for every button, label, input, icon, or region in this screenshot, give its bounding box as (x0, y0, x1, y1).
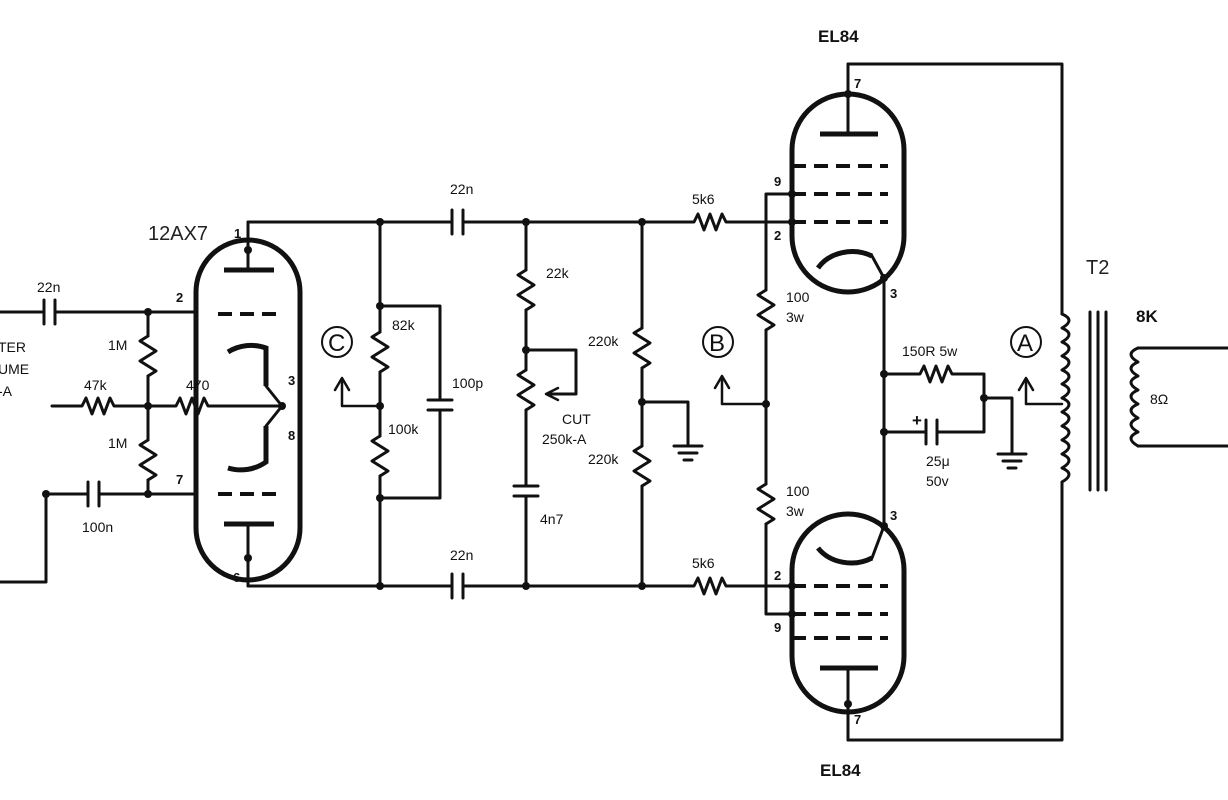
cathode-cap-polarity: + (912, 411, 922, 430)
top-pin-2: 2 (774, 228, 781, 243)
input-cap-label: 22n (37, 279, 60, 295)
coupling-cap-top-label: 22n (450, 181, 473, 197)
input-section: 22n 1M 47k 470 1M 100n TER UME -A (0, 279, 286, 584)
grid-stoppers: 5k6 5k6 B 100 3w 100 3w (686, 191, 810, 616)
transformer-label: T2 (1086, 257, 1109, 279)
bias-network: 220k 220k (588, 218, 704, 590)
pin-6: 6 (233, 570, 240, 585)
output-tube-top: EL84 7 9 2 3 (774, 27, 907, 376)
bias-resistor-top-label: 220k (588, 333, 619, 349)
cut-resistor-label: 22k (546, 265, 570, 281)
bottom-pin-3: 3 (890, 508, 897, 523)
cut-network: 22n 22n 22k CUT 250k-A 4n7 (450, 181, 690, 600)
bias-resistor-bottom-label: 220k (588, 451, 619, 467)
input-label-line-2: UME (0, 361, 29, 377)
test-point-a: A (1017, 330, 1033, 357)
preamp-tube-label: 12AX7 (148, 223, 208, 245)
output-transformer: A T2 8K 8Ω (846, 62, 1228, 742)
transformer-secondary-label: 8Ω (1150, 391, 1168, 407)
cathode-network: 150R 5w + 25μ 50v (880, 343, 1028, 489)
cathode-cap-label-b: 50v (926, 473, 949, 489)
screen-resistor-bottom-a: 100 (786, 483, 810, 499)
grid-resistor-bottom-label: 1M (108, 435, 127, 451)
bottom-pin-2: 2 (774, 568, 781, 583)
transformer-primary-label: 8K (1136, 307, 1158, 326)
pin-8: 8 (288, 428, 295, 443)
output-tube-bottom: EL84 3 2 9 7 (774, 432, 907, 780)
cut-pot-name: CUT (562, 411, 591, 427)
cut-cap-label: 4n7 (540, 511, 564, 527)
stopper-top-label: 5k6 (692, 191, 715, 207)
pin-1: 1 (234, 226, 241, 241)
screen-resistor-top-a: 100 (786, 289, 810, 305)
screen-resistor-bottom-b: 3w (786, 503, 805, 519)
preamp-tube: 12AX7 1 2 3 8 7 6 (148, 220, 303, 588)
coupling-cap-bottom-label: 22n (450, 547, 473, 563)
pin-3: 3 (288, 373, 295, 388)
output-tube-bottom-label: EL84 (820, 761, 861, 780)
grid-cap-label: 100n (82, 519, 113, 535)
plate-section: C 82k 100k 100p (246, 218, 483, 590)
screen-resistor-top-b: 3w (786, 309, 805, 325)
plate-resistor-100k-label: 100k (388, 421, 419, 437)
cut-pot-value: 250k-A (542, 431, 587, 447)
output-tube-top-label: EL84 (818, 27, 859, 46)
bottom-pin-7: 7 (854, 712, 861, 727)
grid-resistor-top-label: 1M (108, 337, 127, 353)
cathode-resistor-out-label: 150R 5w (902, 343, 958, 359)
top-pin-7: 7 (854, 76, 861, 91)
pin-2: 2 (176, 290, 183, 305)
test-point-b: B (709, 330, 725, 357)
stopper-bottom-label: 5k6 (692, 555, 715, 571)
bridge-cap-label: 100p (452, 375, 483, 391)
cathode-cap-label-a: 25μ (926, 453, 950, 469)
bottom-pin-9: 9 (774, 620, 781, 635)
plate-resistor-82k-label: 82k (392, 317, 416, 333)
top-pin-9: 9 (774, 174, 781, 189)
feedback-resistor-label: 47k (84, 377, 108, 393)
test-point-c: C (328, 330, 345, 357)
input-label-line-1: TER (0, 339, 26, 355)
top-pin-3: 3 (890, 286, 897, 301)
pin-7: 7 (176, 472, 183, 487)
input-label-line-3: -A (0, 383, 13, 399)
